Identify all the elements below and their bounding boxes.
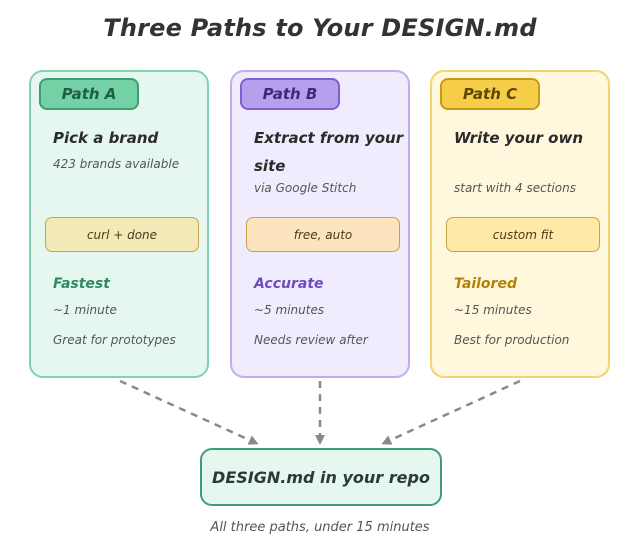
result-box: DESIGN.md in your repo	[200, 448, 442, 506]
path-b-label: Accurate	[254, 276, 324, 292]
path-c-subtext: start with 4 sections	[454, 181, 576, 195]
path-a-subtext: 423 brands available	[53, 157, 180, 171]
path-a-tag: Path A	[39, 78, 139, 110]
path-a-heading: Pick a brand	[53, 129, 159, 147]
caption: All three paths, under 15 minutes	[210, 520, 430, 535]
path-c-note: Best for production	[454, 333, 570, 347]
path-a-note: Great for prototypes	[53, 333, 176, 347]
path-a-card: Path A Pick a brand 423 brands available…	[29, 70, 209, 378]
path-b-tag: Path B	[240, 78, 340, 110]
path-b-subtext: via Google Stitch	[254, 181, 357, 195]
path-b-time: ~5 minutes	[254, 303, 325, 317]
diagram-title: Three Paths to Your DESIGN.md	[103, 14, 537, 42]
path-c-card: Path C Write your own start with 4 secti…	[430, 70, 610, 378]
path-c-label: Tailored	[454, 276, 517, 292]
path-c-tag: Path C	[440, 78, 540, 110]
path-b-action: free, auto	[246, 217, 400, 252]
path-a-action: curl + done	[45, 217, 199, 252]
path-b-note: Needs review after	[254, 333, 368, 347]
path-a-time: ~1 minute	[53, 303, 117, 317]
arrow-a-to-result	[119, 379, 259, 445]
path-b-heading: Extract from your site	[254, 129, 404, 175]
path-a-label: Fastest	[53, 276, 110, 292]
path-c-time: ~15 minutes	[454, 303, 532, 317]
arrow-c-to-result	[381, 379, 521, 445]
path-c-action: custom fit	[446, 217, 600, 252]
path-c-heading: Write your own	[454, 129, 583, 147]
path-b-card: Path B Extract from your site via Google…	[230, 70, 410, 378]
